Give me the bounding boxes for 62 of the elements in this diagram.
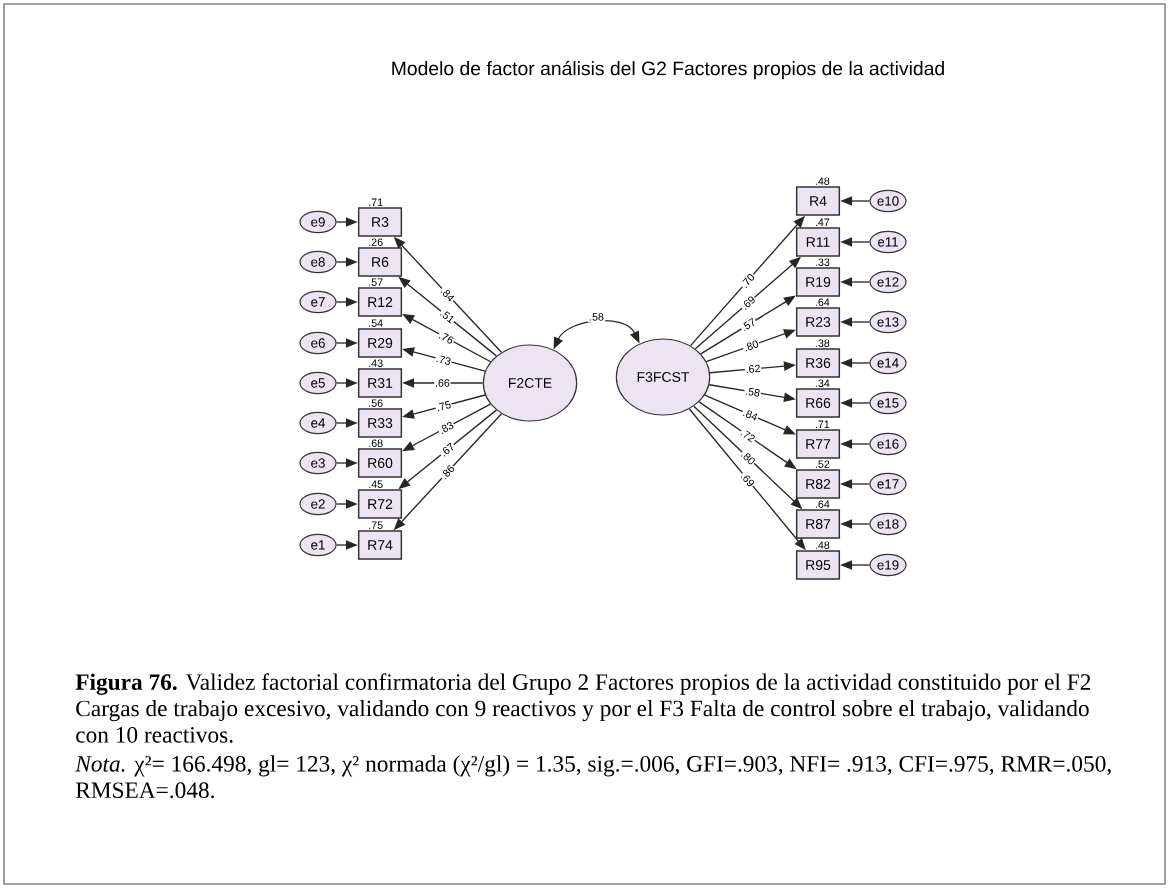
r-squared-value: .38 — [815, 339, 830, 347]
indicator-box: R29 — [357, 328, 403, 358]
indicator-box: R19 — [795, 267, 841, 297]
indicator-box: R33 — [357, 408, 403, 438]
edge-label: .67 — [438, 441, 457, 459]
r-squared-value: .33 — [815, 258, 830, 266]
r-squared-value: .26 — [369, 238, 383, 246]
edge-label: .70 — [738, 271, 757, 290]
r-squared-value: .64 — [815, 500, 830, 508]
indicator-box: R36 — [795, 348, 841, 378]
r-squared-value: .34 — [815, 379, 830, 387]
indicator-box: R82 — [795, 469, 841, 499]
indicator-box: R4 — [795, 186, 841, 216]
edge-label: .84 — [741, 407, 760, 423]
edge-label: .58 — [587, 311, 606, 322]
indicator-box: R72 — [357, 489, 403, 519]
edge-label: .80 — [739, 448, 758, 467]
r-squared-value: .54 — [369, 319, 383, 327]
edge-label: .75 — [434, 399, 453, 413]
indicator-box: R60 — [357, 448, 403, 478]
r-squared-value: .68 — [369, 439, 383, 447]
r-squared-value: .75 — [369, 521, 383, 529]
edge-label: .84 — [438, 285, 457, 304]
edge-label: .51 — [438, 307, 457, 325]
arrow — [700, 295, 796, 355]
r-squared-value: .43 — [369, 359, 383, 367]
indicator-box: R74 — [357, 530, 403, 560]
r-squared-value: .47 — [815, 218, 830, 226]
indicator-box: R77 — [795, 429, 841, 459]
indicator-box: R23 — [795, 307, 841, 337]
indicator-box: R95 — [795, 550, 841, 580]
diagram-title: Modelo de factor análisis del G2 Factores propios de la actividad — [392, 60, 944, 80]
r-squared-value: .52 — [815, 460, 830, 468]
r-squared-value: .45 — [369, 480, 383, 488]
note: Nota. χ²= 166.498, gl= 123, χ² normada (χ²/gl) = 1.35, sig.=.006, GFI=.903, NFI= .913, CFI=.975, RMR=.050, RMSEA=.048. — [75, 755, 1111, 799]
r-squared-value: .56 — [369, 399, 383, 407]
indicator-box: R6 — [357, 247, 403, 277]
r-squared-value: .71 — [815, 420, 830, 428]
indicator-box: R11 — [795, 227, 841, 257]
edge-label: .58 — [743, 386, 762, 398]
edge-label: .72 — [738, 427, 758, 444]
edge-label: .69 — [738, 470, 757, 489]
edge-label: .86 — [438, 462, 457, 482]
edge-label: .80 — [741, 338, 761, 353]
edge-label: .57 — [739, 316, 758, 333]
indicator-box: R66 — [795, 388, 841, 418]
edge-label: .76 — [436, 329, 456, 346]
r-squared-value: .48 — [815, 541, 830, 549]
indicator-box: R3 — [357, 207, 403, 237]
edge-label: .69 — [739, 293, 758, 312]
indicator-box: R31 — [357, 368, 403, 398]
indicator-box: R87 — [795, 509, 841, 539]
r-squared-value: .48 — [815, 177, 830, 185]
edge-label: .66 — [434, 378, 451, 388]
r-squared-value: .64 — [815, 298, 830, 306]
r-squared-value: .57 — [369, 278, 383, 286]
r-squared-value: .71 — [369, 198, 383, 206]
indicator-box: R12 — [357, 287, 403, 317]
edge-label: .62 — [744, 363, 762, 375]
edge-label: .73 — [434, 353, 453, 367]
edge-label: .83 — [436, 419, 456, 436]
caption: Figura 76. Validez factorial confirmatoria del Grupo 2 Factores propios de la actividad constituido por el F2 Cargas de trabajo excesivo, validando con 9 reactivos y por el F3 Falta de control sobre el trabajo, validando con 10 reactivos. — [75, 673, 1091, 743]
